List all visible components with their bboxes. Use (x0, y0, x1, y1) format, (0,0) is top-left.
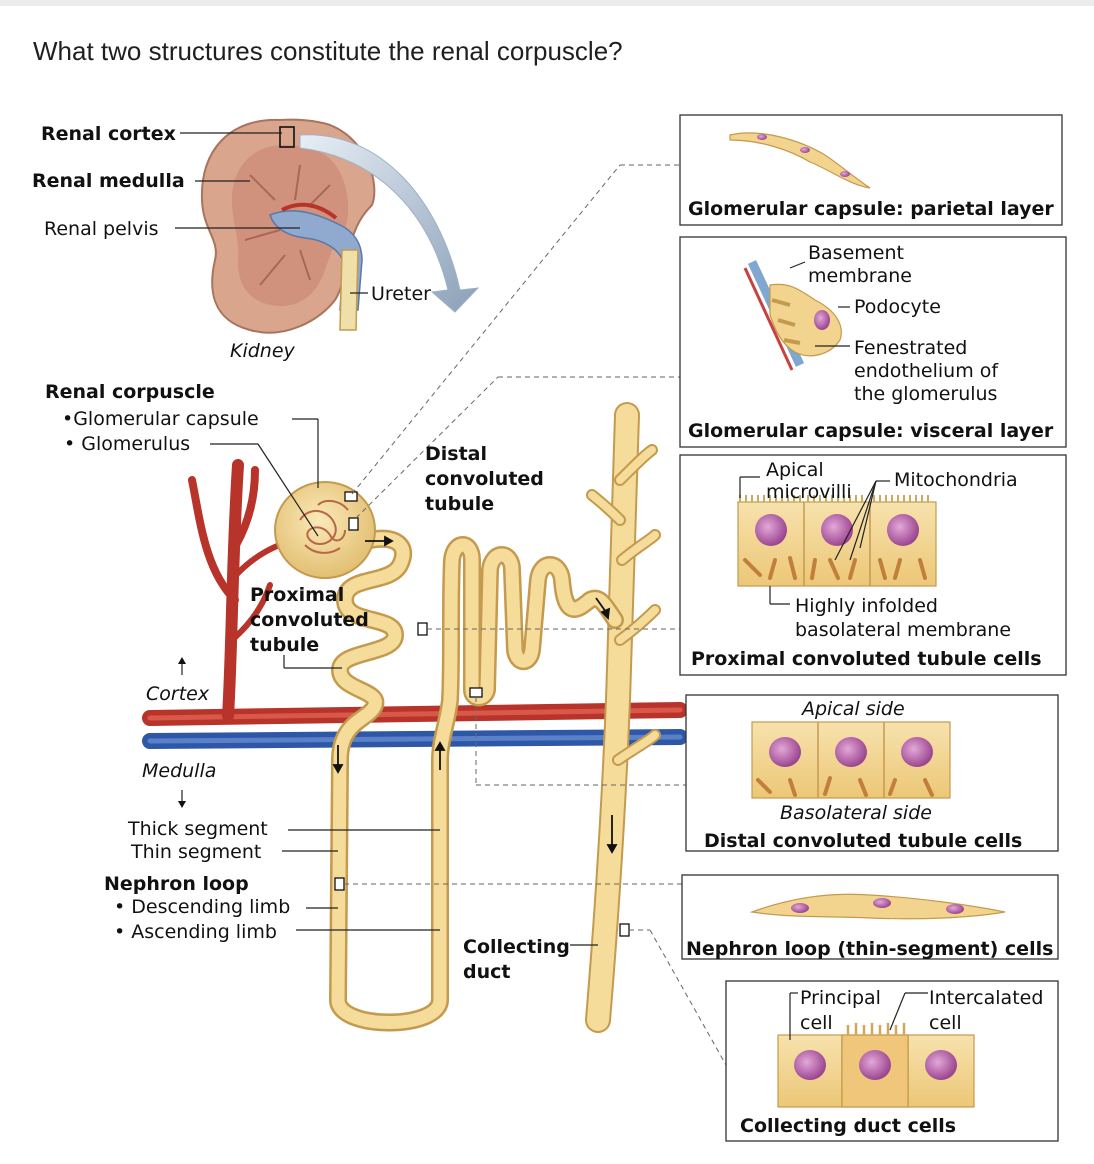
thin-segment-label: Thin segment (130, 841, 261, 863)
question-text: What two structures constitute the renal… (33, 36, 623, 66)
renal-cortex-label: Renal cortex (41, 123, 176, 145)
podocyte-label: Podocyte (854, 296, 941, 318)
pct-label-3: tubule (250, 634, 319, 656)
collecting-duct-label-1: Collecting (463, 936, 570, 958)
renal-pelvis-label: Renal pelvis (44, 218, 159, 240)
blood-vessels (142, 459, 688, 749)
dct-basolateral-label: Basolateral side (780, 802, 932, 824)
nephron-leaders (178, 418, 598, 946)
glomerular-capsule-label: •Glomerular capsule (62, 408, 259, 430)
panel-pct-cells: Apical microvilli Mitochondria Highly in… (679, 454, 1067, 676)
kidney-label: Kidney (230, 340, 296, 362)
pct-infolded-label-2: basolateral membrane (795, 619, 1011, 641)
dct-caption: Distal convoluted tubule cells (704, 830, 1022, 852)
glomerulus-label: • Glomerulus (64, 433, 190, 455)
pct-label-1: Proximal (250, 584, 344, 606)
pct-caption: Proximal convoluted tubule cells (691, 648, 1042, 670)
zoom-arrow (299, 134, 480, 313)
loop-caption: Nephron loop (thin-segment) cells (686, 938, 1053, 960)
panel-cd-cells: Principal cell Intercalated cell Collect… (725, 980, 1059, 1142)
dct-apical-label: Apical side (800, 698, 905, 720)
thick-segment-label: Thick segment (127, 818, 268, 840)
kidney-illustration (200, 118, 376, 334)
descending-limb-label: • Descending limb (114, 896, 290, 918)
dct-label-2: convoluted (425, 468, 544, 490)
top-divider (0, 0, 1094, 6)
panel-loop-cells: Nephron loop (thin-segment) cells (681, 874, 1059, 960)
principal-cell-label-1: Principal (800, 987, 881, 1009)
visceral-caption: Glomerular capsule: visceral layer (688, 420, 1054, 442)
ureter-label: Ureter (371, 283, 431, 305)
fenestrated-label-2: endothelium of (854, 360, 999, 382)
medulla-label: Medulla (142, 760, 216, 782)
flow-arrows (332, 535, 618, 854)
cortex-sample-box (279, 126, 295, 148)
renal-medulla-label: Renal medulla (32, 170, 185, 192)
panel-parietal-layer: Glomerular capsule: parietal layer (679, 114, 1063, 226)
dct-label-1: Distal (425, 443, 487, 465)
principal-cell-label-2: cell (800, 1012, 833, 1034)
pct-apical-label-1: Apical (766, 459, 824, 481)
collecting-duct-label-2: duct (463, 961, 510, 983)
pct-mitochondria-label: Mitochondria (894, 469, 1018, 491)
dct-label-3: tubule (425, 493, 494, 515)
basement-label-1: Basement (808, 242, 904, 264)
intercalated-cell-label-2: cell (929, 1012, 962, 1034)
fenestrated-label-3: the glomerulus (854, 383, 997, 405)
cortex-label: Cortex (146, 683, 210, 705)
nephron-loop-title: Nephron loop (104, 873, 249, 895)
pct-infolded-label-1: Highly infolded (795, 595, 938, 617)
intercalated-cell-label-1: Intercalated (929, 987, 1043, 1009)
basement-label-2: membrane (808, 265, 912, 287)
renal-corpuscle-title: Renal corpuscle (45, 381, 215, 403)
dashed-connectors (344, 164, 727, 1066)
parietal-caption: Glomerular capsule: parietal layer (688, 198, 1054, 220)
cd-caption: Collecting duct cells (740, 1115, 956, 1137)
panel-visceral-layer: Basement membrane Podocyte Fenestrated e… (679, 236, 1067, 448)
fenestrated-label-1: Fenestrated (854, 337, 967, 359)
pct-label-2: convoluted (250, 609, 369, 631)
panel-dct-cells: Apical side Basolateral side Distal conv… (685, 694, 1059, 852)
pct-apical-label-2: microvilli (766, 481, 852, 503)
ascending-limb-label: • Ascending limb (114, 921, 277, 943)
nephron-tubules (274, 402, 661, 1033)
